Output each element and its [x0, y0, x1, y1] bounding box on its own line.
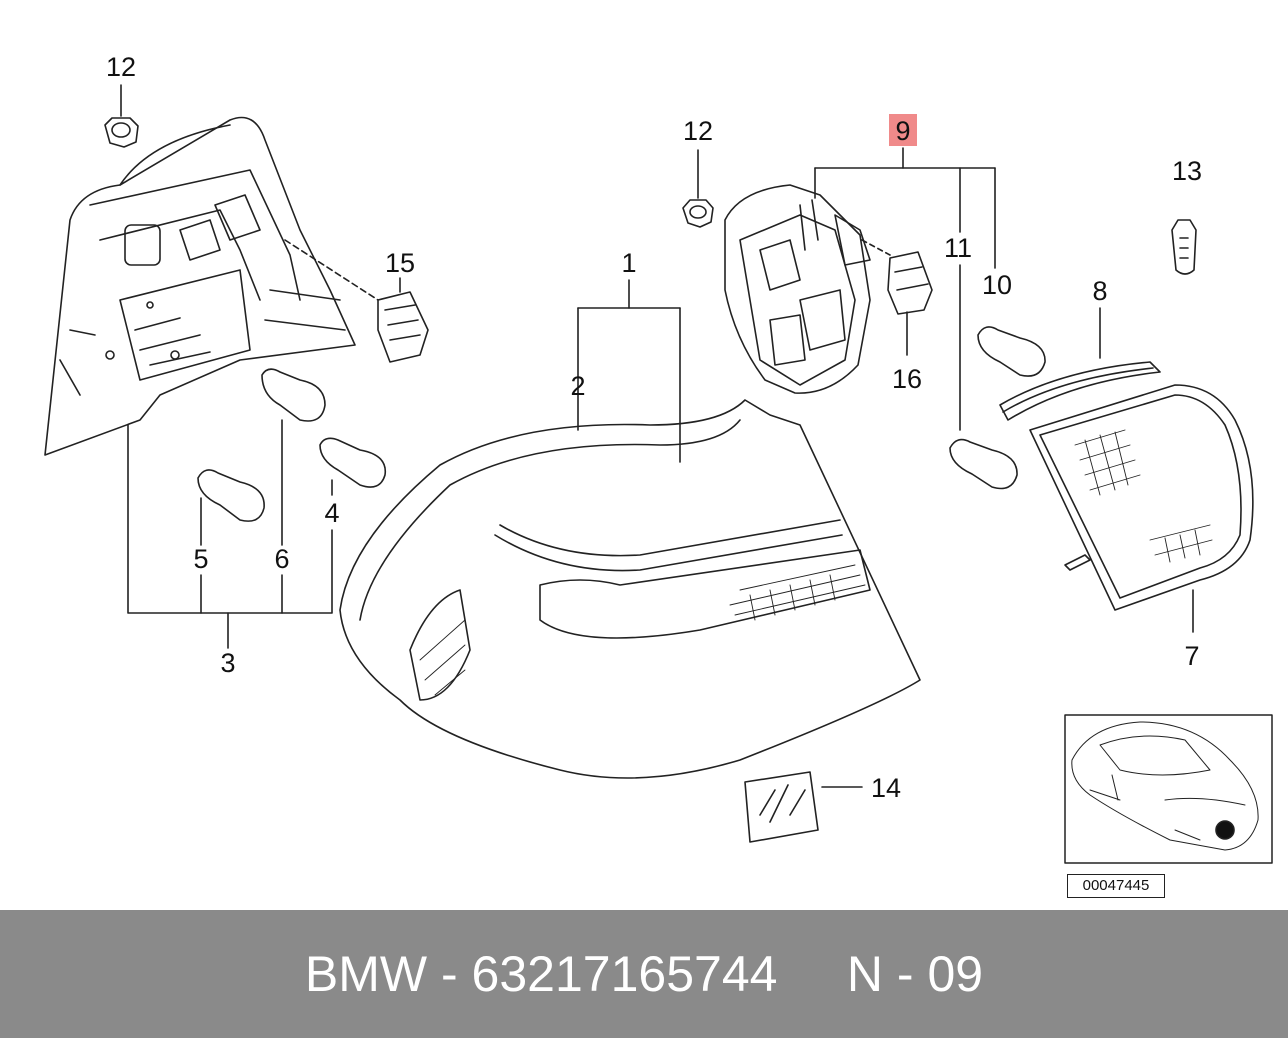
callout-4: 4 [324, 498, 339, 528]
footer-position-number: 09 [927, 946, 984, 1002]
callout-9-highlight [889, 114, 917, 146]
callout-16: 16 [892, 364, 922, 394]
callout-8: 8 [1092, 276, 1107, 306]
inner-lens [1029, 384, 1254, 633]
seal-strip [999, 307, 1161, 421]
callout-labels: 12 15 6 4 5 3 1 2 12 9 11 10 16 13 8 7 1… [106, 52, 1202, 803]
bulb-holder [724, 147, 996, 394]
nut-right [682, 149, 714, 228]
part-info-footer: BMW - 63217165744 N - 09 [0, 910, 1288, 1038]
callout-10: 10 [982, 270, 1012, 300]
footer-separator: - [883, 946, 928, 1002]
parts-diagram: 12 15 6 4 5 3 1 2 12 9 11 10 16 13 8 7 1… [44, 52, 1273, 864]
callout-6: 6 [274, 544, 289, 574]
bulb-11 [949, 438, 1018, 490]
footer-part-number: 63217165744 [471, 946, 778, 1002]
bulb-4 [319, 437, 387, 496]
callout-11: 11 [944, 233, 972, 263]
socket-16 [887, 251, 933, 356]
socket-15 [284, 239, 429, 363]
callout-9: 9 [895, 116, 910, 146]
footer-brand: BMW [304, 946, 428, 1002]
callout-13: 13 [1172, 156, 1202, 186]
bulb-6 [261, 368, 326, 546]
callout-15: 15 [385, 248, 415, 278]
callout-3: 3 [220, 648, 235, 678]
bulb-5 [197, 469, 265, 546]
callout-2: 2 [570, 371, 585, 401]
footer-separator: - [427, 946, 472, 1002]
callout-12-right: 12 [683, 116, 713, 146]
callout-1: 1 [621, 248, 636, 278]
bulb-10 [977, 326, 1046, 377]
bulb-13 [1171, 219, 1197, 275]
warning-label [744, 771, 863, 843]
bulb-carrier-assembly [44, 116, 356, 456]
callout-7: 7 [1184, 641, 1199, 671]
diagram-reference-code: 00047445 [1067, 874, 1165, 898]
callout-5: 5 [193, 544, 208, 574]
footer-gap [777, 945, 846, 1003]
nut-left [104, 84, 139, 148]
callout-12-left: 12 [106, 52, 136, 82]
car-position-inset [1064, 714, 1273, 864]
callout-14: 14 [871, 773, 901, 803]
tail-light-lens [339, 279, 921, 779]
callout-bracket-3 [127, 424, 333, 649]
footer-position-prefix: N [846, 946, 884, 1002]
footer-text-row: BMW - 63217165744 N - 09 [0, 910, 1288, 1038]
